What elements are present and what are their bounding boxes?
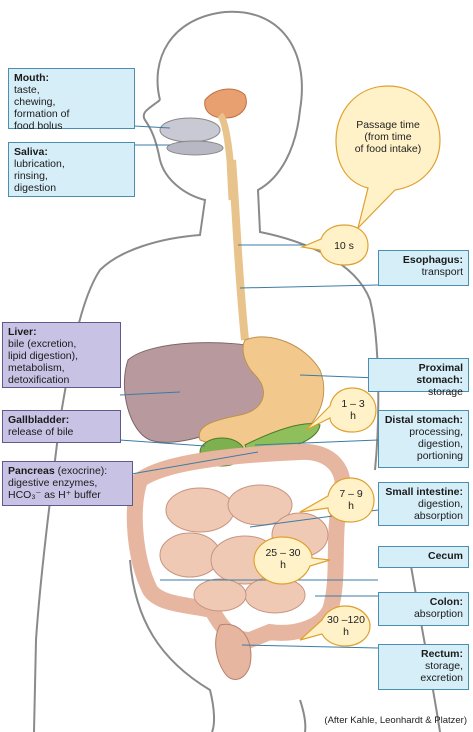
- pancreas-title: Pancreas: [8, 465, 55, 477]
- pancreas-title-suffix: (exocrine):: [54, 465, 108, 477]
- bubble-30-120h: [299, 605, 371, 647]
- passage-time-colon: 25 – 30 h: [265, 547, 301, 571]
- distal-stomach-label: Distal stomach: processing, digestion, p…: [378, 410, 469, 468]
- esophagus-label: Esophagus: transport: [378, 250, 469, 286]
- mouth-organs: [159, 88, 247, 201]
- bubble-10s: [299, 224, 369, 266]
- liver-title: Liver:: [8, 326, 37, 338]
- cecum-label: Cecum: [378, 546, 469, 568]
- cecum-title: Cecum: [427, 550, 463, 562]
- mouth-title: Mouth:: [14, 72, 49, 84]
- pancreas-desc: digestive enzymes,: [8, 477, 98, 489]
- mouth-label: Mouth: taste, chewing, formation of food…: [8, 68, 135, 132]
- colon-desc: absorption: [413, 608, 463, 620]
- rectum: [215, 623, 252, 680]
- small-intestine-desc: digestion, absorption: [413, 498, 463, 522]
- pancreas-title-line: Pancreas (exocrine):: [8, 465, 127, 477]
- bubble-1-3h: [305, 387, 377, 433]
- colon-label: Colon: absorption: [378, 592, 469, 626]
- esophagus: [228, 159, 249, 341]
- figure-credit: (After Kahle, Leonhardt & Platzer): [324, 715, 467, 726]
- bubble-passage-time: [335, 85, 441, 231]
- passage-time-small-intestine: 7 – 9 h: [339, 488, 363, 512]
- colon-title: Colon:: [429, 596, 463, 608]
- rectum-label: Rectum: storage, excretion: [378, 644, 469, 690]
- mouth-desc: taste, chewing, formation of food bolus: [14, 84, 70, 132]
- small-intestine-label: Small intestine: digestion, absorption: [378, 482, 469, 526]
- liver-desc: bile (excretion, lipid digestion), metab…: [8, 338, 79, 386]
- saliva-label: Saliva: lubrication, rinsing, digestion: [8, 142, 135, 197]
- rectum-desc: storage, excretion: [420, 660, 463, 684]
- gallbladder-title: Gallbladder:: [8, 414, 70, 426]
- esophagus-title: Esophagus:: [402, 254, 463, 266]
- saliva-desc: lubrication, rinsing, digestion: [14, 158, 65, 194]
- proximal-stomach-desc: storage: [427, 386, 463, 398]
- bubble-7-9h: [299, 477, 375, 523]
- passage-time-bubbles: [253, 85, 441, 647]
- saliva-title: Saliva:: [14, 146, 48, 158]
- esophagus-desc: transport: [421, 266, 463, 278]
- small-intestine-title: Small intestine:: [385, 486, 463, 498]
- bubble-25-30h: [253, 536, 331, 585]
- pancreas-label: Pancreas (exocrine): digestive enzymes, …: [2, 461, 133, 506]
- gallbladder-label: Gallbladder: release of bile: [2, 410, 121, 443]
- rectum-title: Rectum:: [420, 648, 463, 660]
- passage-time-rectum: 30 –120 h: [327, 614, 365, 638]
- distal-stomach-desc: processing, digestion, portioning: [409, 426, 463, 462]
- liver-label: Liver: bile (excretion, lipid digestion)…: [2, 322, 121, 388]
- pancreas-desc-2: HCO₃⁻ as H⁺ buffer: [8, 489, 101, 501]
- passage-time-esophagus: 10 s: [334, 240, 354, 252]
- proximal-stomach-title: Proximal stomach:: [416, 362, 463, 386]
- distal-stomach-title: Distal stomach:: [384, 414, 463, 426]
- proximal-stomach-label: Proximal stomach: storage: [368, 358, 469, 398]
- passage-time-stomach: 1 – 3 h: [341, 398, 365, 422]
- gallbladder-desc: release of bile: [8, 426, 74, 438]
- passage-time-title: Passage time (from time of food intake): [354, 119, 422, 155]
